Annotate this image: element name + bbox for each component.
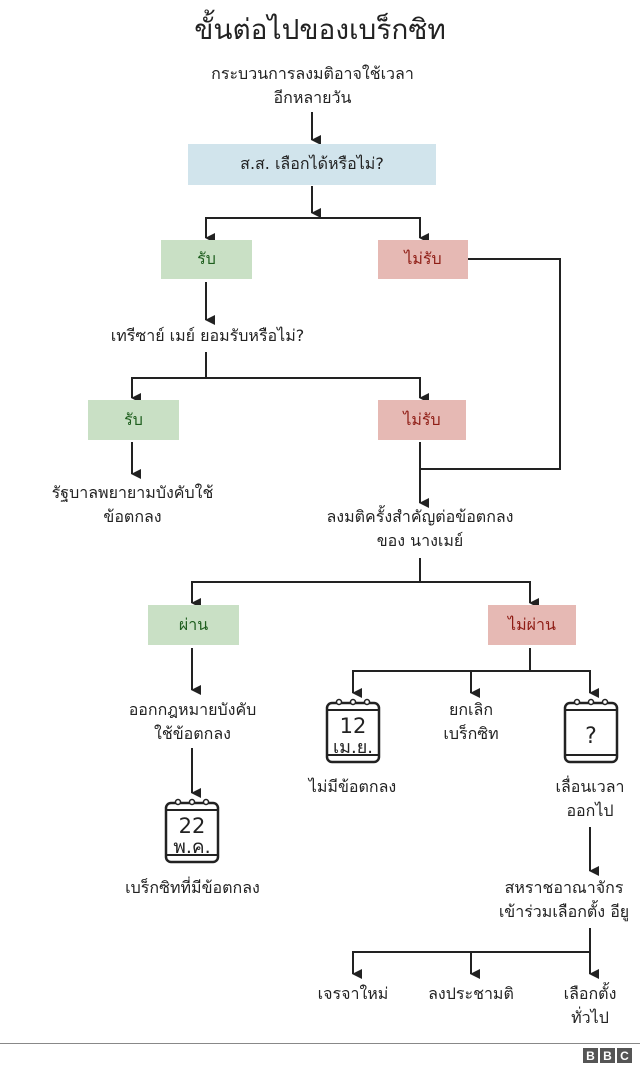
q2-no-box: ไม่รับ xyxy=(378,400,466,440)
connector-fail-branches xyxy=(352,648,531,693)
deal-brexit-text: เบร็กซิทที่มีข้อตกลง xyxy=(125,878,260,897)
q1-no-box: ไม่รับ xyxy=(378,240,468,279)
calendar-month: เม.ย. xyxy=(333,737,373,758)
calendar-icon-22-may: 22 พ.ค. xyxy=(164,798,220,864)
intro-line-2: อีกหลายวัน xyxy=(273,88,352,107)
cancel-line-2: เบร็กซิท xyxy=(443,724,499,743)
general-election-text: เลือกตั้ง ทั่วไป xyxy=(545,982,635,1030)
footer-divider xyxy=(0,1043,640,1044)
enact-law-line-1: ออกกฎหมายบังคับ xyxy=(128,700,257,719)
gov-enforce-text: รัฐบาลพยายามบังคับใช้ ข้อตกลง xyxy=(20,481,245,529)
meaningful-vote-line-1: ลงมติครั้งสำคัญต่อข้อตกลง xyxy=(326,507,514,526)
cancel-brexit-text: ยกเลิก เบร็กซิท xyxy=(420,698,522,746)
eu-elections-line-1: สหราชอาณาจักร xyxy=(504,878,624,897)
question-may-accept: เทรีซาย์ เมย์ ยอมรับหรือไม่? xyxy=(110,326,305,345)
meaningful-vote-text: ลงมติครั้งสำคัญต่อข้อตกลง ของ นางเมย์ xyxy=(295,505,545,553)
intro-text: กระบวนการลงมติอาจใช้เวลา อีกหลายวัน xyxy=(160,62,465,110)
calendar-mark: ? xyxy=(585,724,597,749)
bbc-logo-letter: B xyxy=(600,1048,615,1063)
calendar-day: 12 xyxy=(340,714,367,738)
referendum-text: ลงประชามติ xyxy=(428,984,514,1003)
chart-title: ขั้นต่อไปของเบร็กซิท xyxy=(194,13,446,46)
bbc-logo-letter: B xyxy=(583,1048,598,1063)
connector-q1-branches xyxy=(205,217,421,238)
meaningful-vote-line-2: ของ นางเมย์ xyxy=(376,531,464,550)
pass-box: ผ่าน xyxy=(148,605,239,645)
question-mps-vote: ส.ส. เลือกได้หรือไม่? xyxy=(188,144,436,185)
connector-q1-no-bypass xyxy=(420,258,561,470)
bbc-logo-letter: C xyxy=(617,1048,632,1063)
general-election-line-1: เลือกตั้ง xyxy=(563,984,617,1003)
q2-yes-box: รับ xyxy=(88,400,179,440)
calendar-icon-unknown: ? xyxy=(563,698,619,764)
cancel-line-1: ยกเลิก xyxy=(448,700,494,719)
calendar-day: 22 xyxy=(179,814,206,838)
calendar-icon-12-april: 12 เม.ย. xyxy=(325,698,381,764)
delay-text: เลื่อนเวลา ออกไป xyxy=(540,775,640,823)
delay-line-2: ออกไป xyxy=(566,801,614,820)
connector-vote-branches xyxy=(191,558,421,603)
connector-q2-branches xyxy=(131,352,207,398)
eu-elections-line-2: เข้าร่วมเลือกตั้ง อียู xyxy=(498,902,630,921)
general-election-line-2: ทั่วไป xyxy=(571,1008,609,1027)
bbc-logo: B B C xyxy=(583,1048,632,1063)
enact-law-text: ออกกฎหมายบังคับ ใช้ข้อตกลง xyxy=(100,698,285,746)
calendar-month: พ.ค. xyxy=(173,836,210,858)
q1-yes-box: รับ xyxy=(161,240,252,279)
gov-enforce-line-1: รัฐบาลพยายามบังคับใช้ xyxy=(51,483,214,502)
intro-line-1: กระบวนการลงมติอาจใช้เวลา xyxy=(211,64,414,83)
eu-elections-text: สหราชอาณาจักร เข้าร่วมเลือกตั้ง อียู xyxy=(488,876,640,924)
enact-law-line-2: ใช้ข้อตกลง xyxy=(154,724,231,743)
delay-line-1: เลื่อนเวลา xyxy=(555,777,625,796)
fail-box: ไม่ผ่าน xyxy=(488,605,576,645)
no-deal-text: ไม่มีข้อตกลง xyxy=(308,777,397,796)
renegotiate-text: เจรจาใหม่ xyxy=(317,984,389,1003)
gov-enforce-line-2: ข้อตกลง xyxy=(103,507,162,526)
